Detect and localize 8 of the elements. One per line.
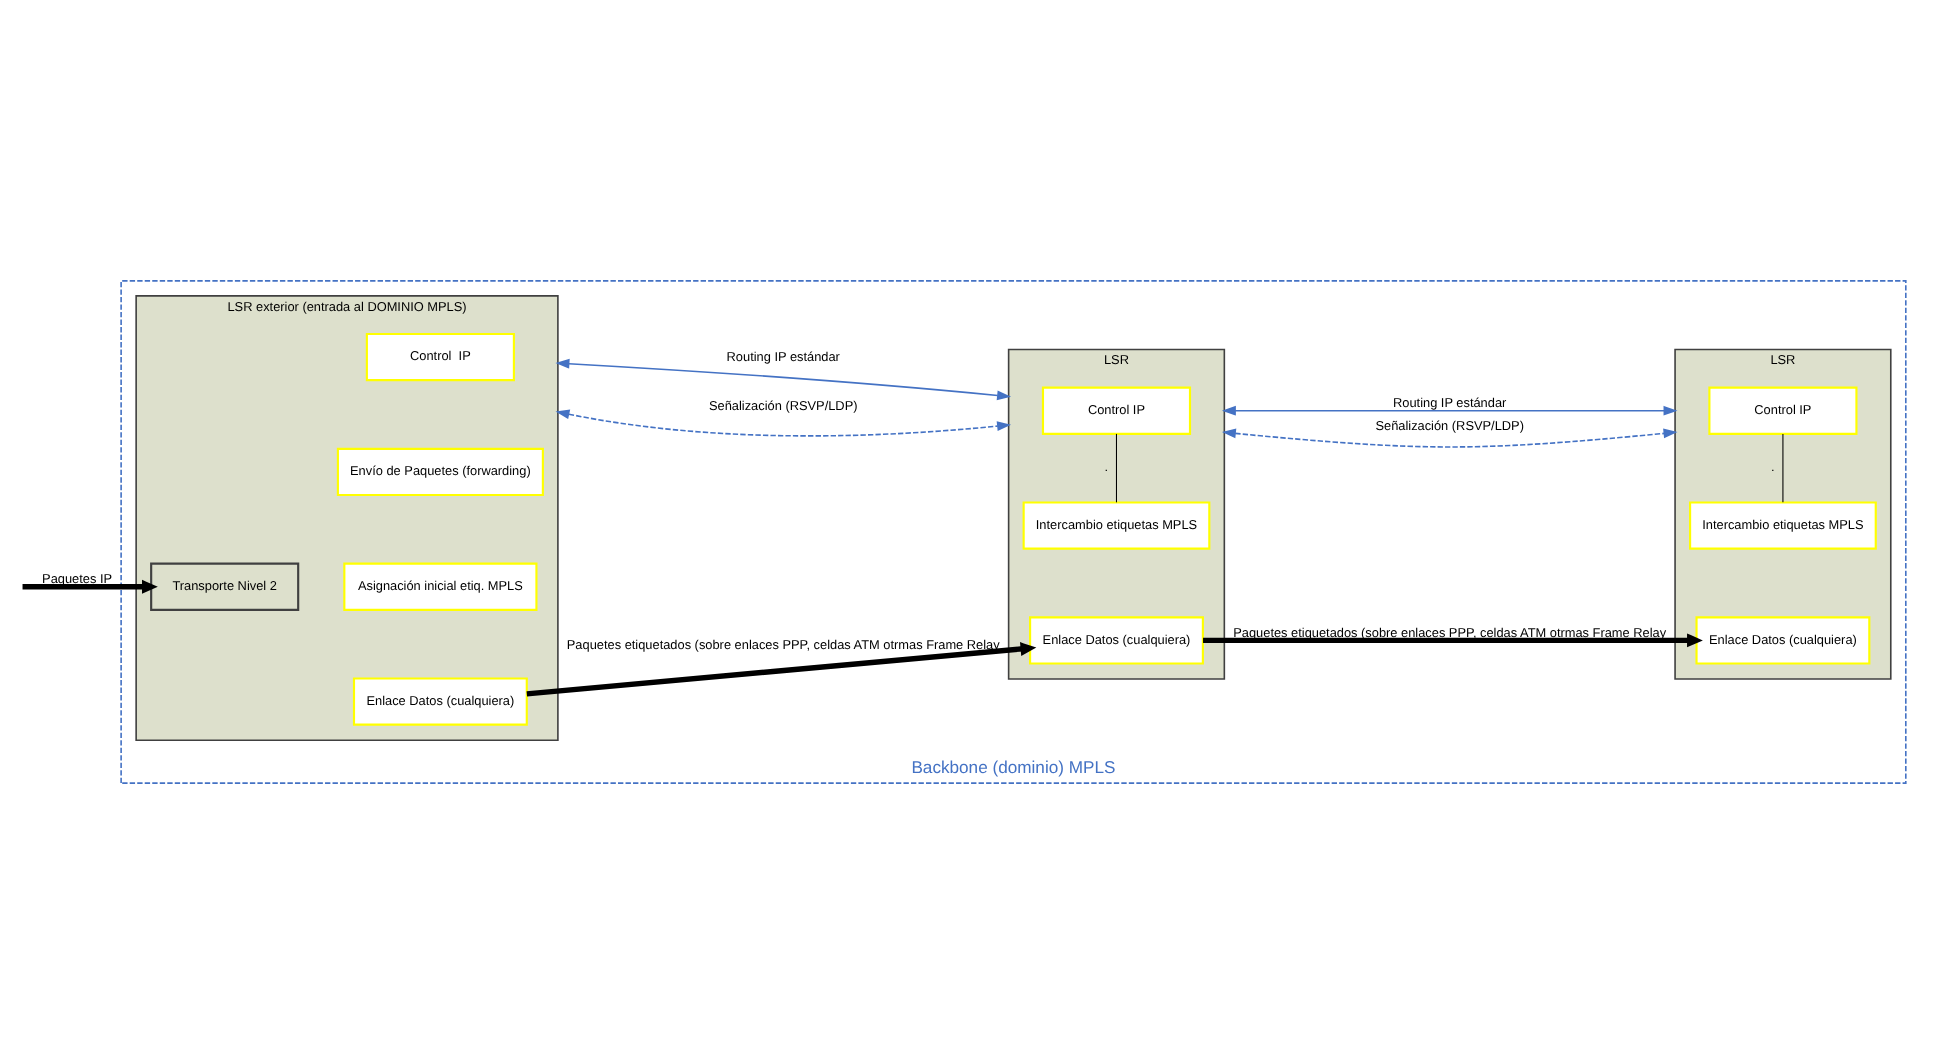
connector [1782, 433, 1784, 503]
arrow [555, 358, 1012, 401]
arrow [1203, 633, 1703, 648]
arrow [22, 579, 158, 594]
connector [1115, 433, 1117, 503]
arrow [555, 409, 1012, 437]
arrow [1221, 405, 1678, 416]
arrow [1221, 428, 1678, 448]
